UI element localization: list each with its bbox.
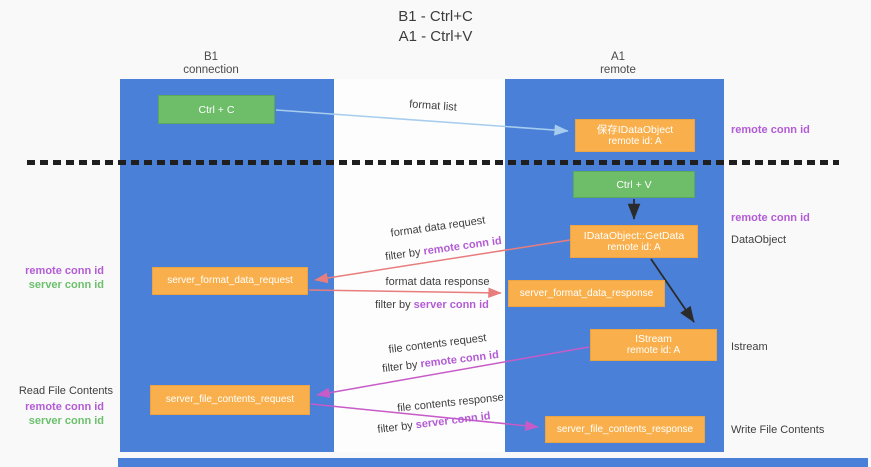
lane-header-a1: A1 remote: [553, 51, 683, 77]
dashed-separator: [27, 160, 839, 165]
left-remote-conn-id: remote conn id: [25, 401, 104, 413]
getdata-line1: IDataObject::GetData: [583, 229, 685, 242]
lane-a1-subtitle: remote: [600, 64, 636, 76]
node-istream: IStream remote id: A: [590, 329, 717, 361]
node-server-format-data-response: server_format_data_response: [508, 280, 665, 307]
edge-label-filter-server-1: filter by server conn id: [362, 299, 502, 311]
lane-b1-subtitle: connection: [183, 64, 239, 76]
node-getdata: IDataObject::GetData remote id: A: [570, 225, 698, 258]
left-conn-id-pair-bottom: remote conn id server conn id: [0, 400, 104, 428]
dataobject-label: DataObject: [731, 234, 787, 246]
right-remote-conn-id-top: remote conn id: [731, 124, 810, 136]
ctrl-c-label: Ctrl + C: [198, 103, 235, 116]
getdata-line2: remote id: A: [607, 241, 661, 253]
left-conn-id-pair-top: remote conn id server conn id: [0, 264, 104, 292]
write-file-contents-label: Write File Contents: [731, 424, 825, 436]
lane-a1-title: A1: [610, 51, 626, 63]
filter-by-text: filter by: [375, 299, 411, 311]
istream-line2: remote id: A: [626, 345, 681, 356]
node-ctrl-v: Ctrl + V: [573, 171, 695, 198]
istream-label: Istream: [731, 341, 768, 353]
left-remote-conn-id: remote conn id: [25, 265, 104, 277]
left-server-conn-id: server conn id: [28, 415, 104, 427]
save-dataobject-line2: remote id: A: [608, 135, 662, 147]
node-save-dataobject: 保存IDataObject remote id: A: [575, 119, 695, 152]
save-dataobject-line1: 保存IDataObject: [596, 123, 674, 136]
server-format-data-request-label: server_format_data_request: [167, 275, 293, 286]
read-file-contents-label: Read File Contents: [18, 385, 113, 397]
node-server-format-data-request: server_format_data_request: [152, 267, 308, 295]
ctrl-v-label: Ctrl + V: [616, 178, 652, 191]
left-server-conn-id: server conn id: [28, 279, 104, 291]
title-line-2: A1 - Ctrl+V: [398, 28, 473, 45]
server-file-contents-response-label: server_file_contents_response: [556, 423, 694, 435]
right-remote-conn-id-mid: remote conn id: [731, 212, 810, 224]
server-conn-id-text: server conn id: [413, 299, 489, 311]
lane-b1-title: B1: [203, 51, 219, 63]
lane-header-b1: B1 connection: [146, 51, 276, 77]
istream-line1: IStream: [635, 333, 672, 345]
server-file-contents-request-label: server_file_contents_request: [165, 394, 295, 405]
bottom-panel-edge: [118, 458, 868, 467]
node-server-file-contents-response: server_file_contents_response: [545, 416, 705, 443]
server-format-data-response-label: server_format_data_response: [519, 287, 654, 299]
node-ctrl-c: Ctrl + C: [158, 95, 275, 124]
title-line-1: B1 - Ctrl+C: [398, 8, 473, 25]
diagram-title: B1 - Ctrl+C A1 - Ctrl+V: [0, 7, 871, 47]
node-server-file-contents-request: server_file_contents_request: [150, 385, 310, 415]
edge-label-format-data-response: format data response: [385, 276, 490, 288]
